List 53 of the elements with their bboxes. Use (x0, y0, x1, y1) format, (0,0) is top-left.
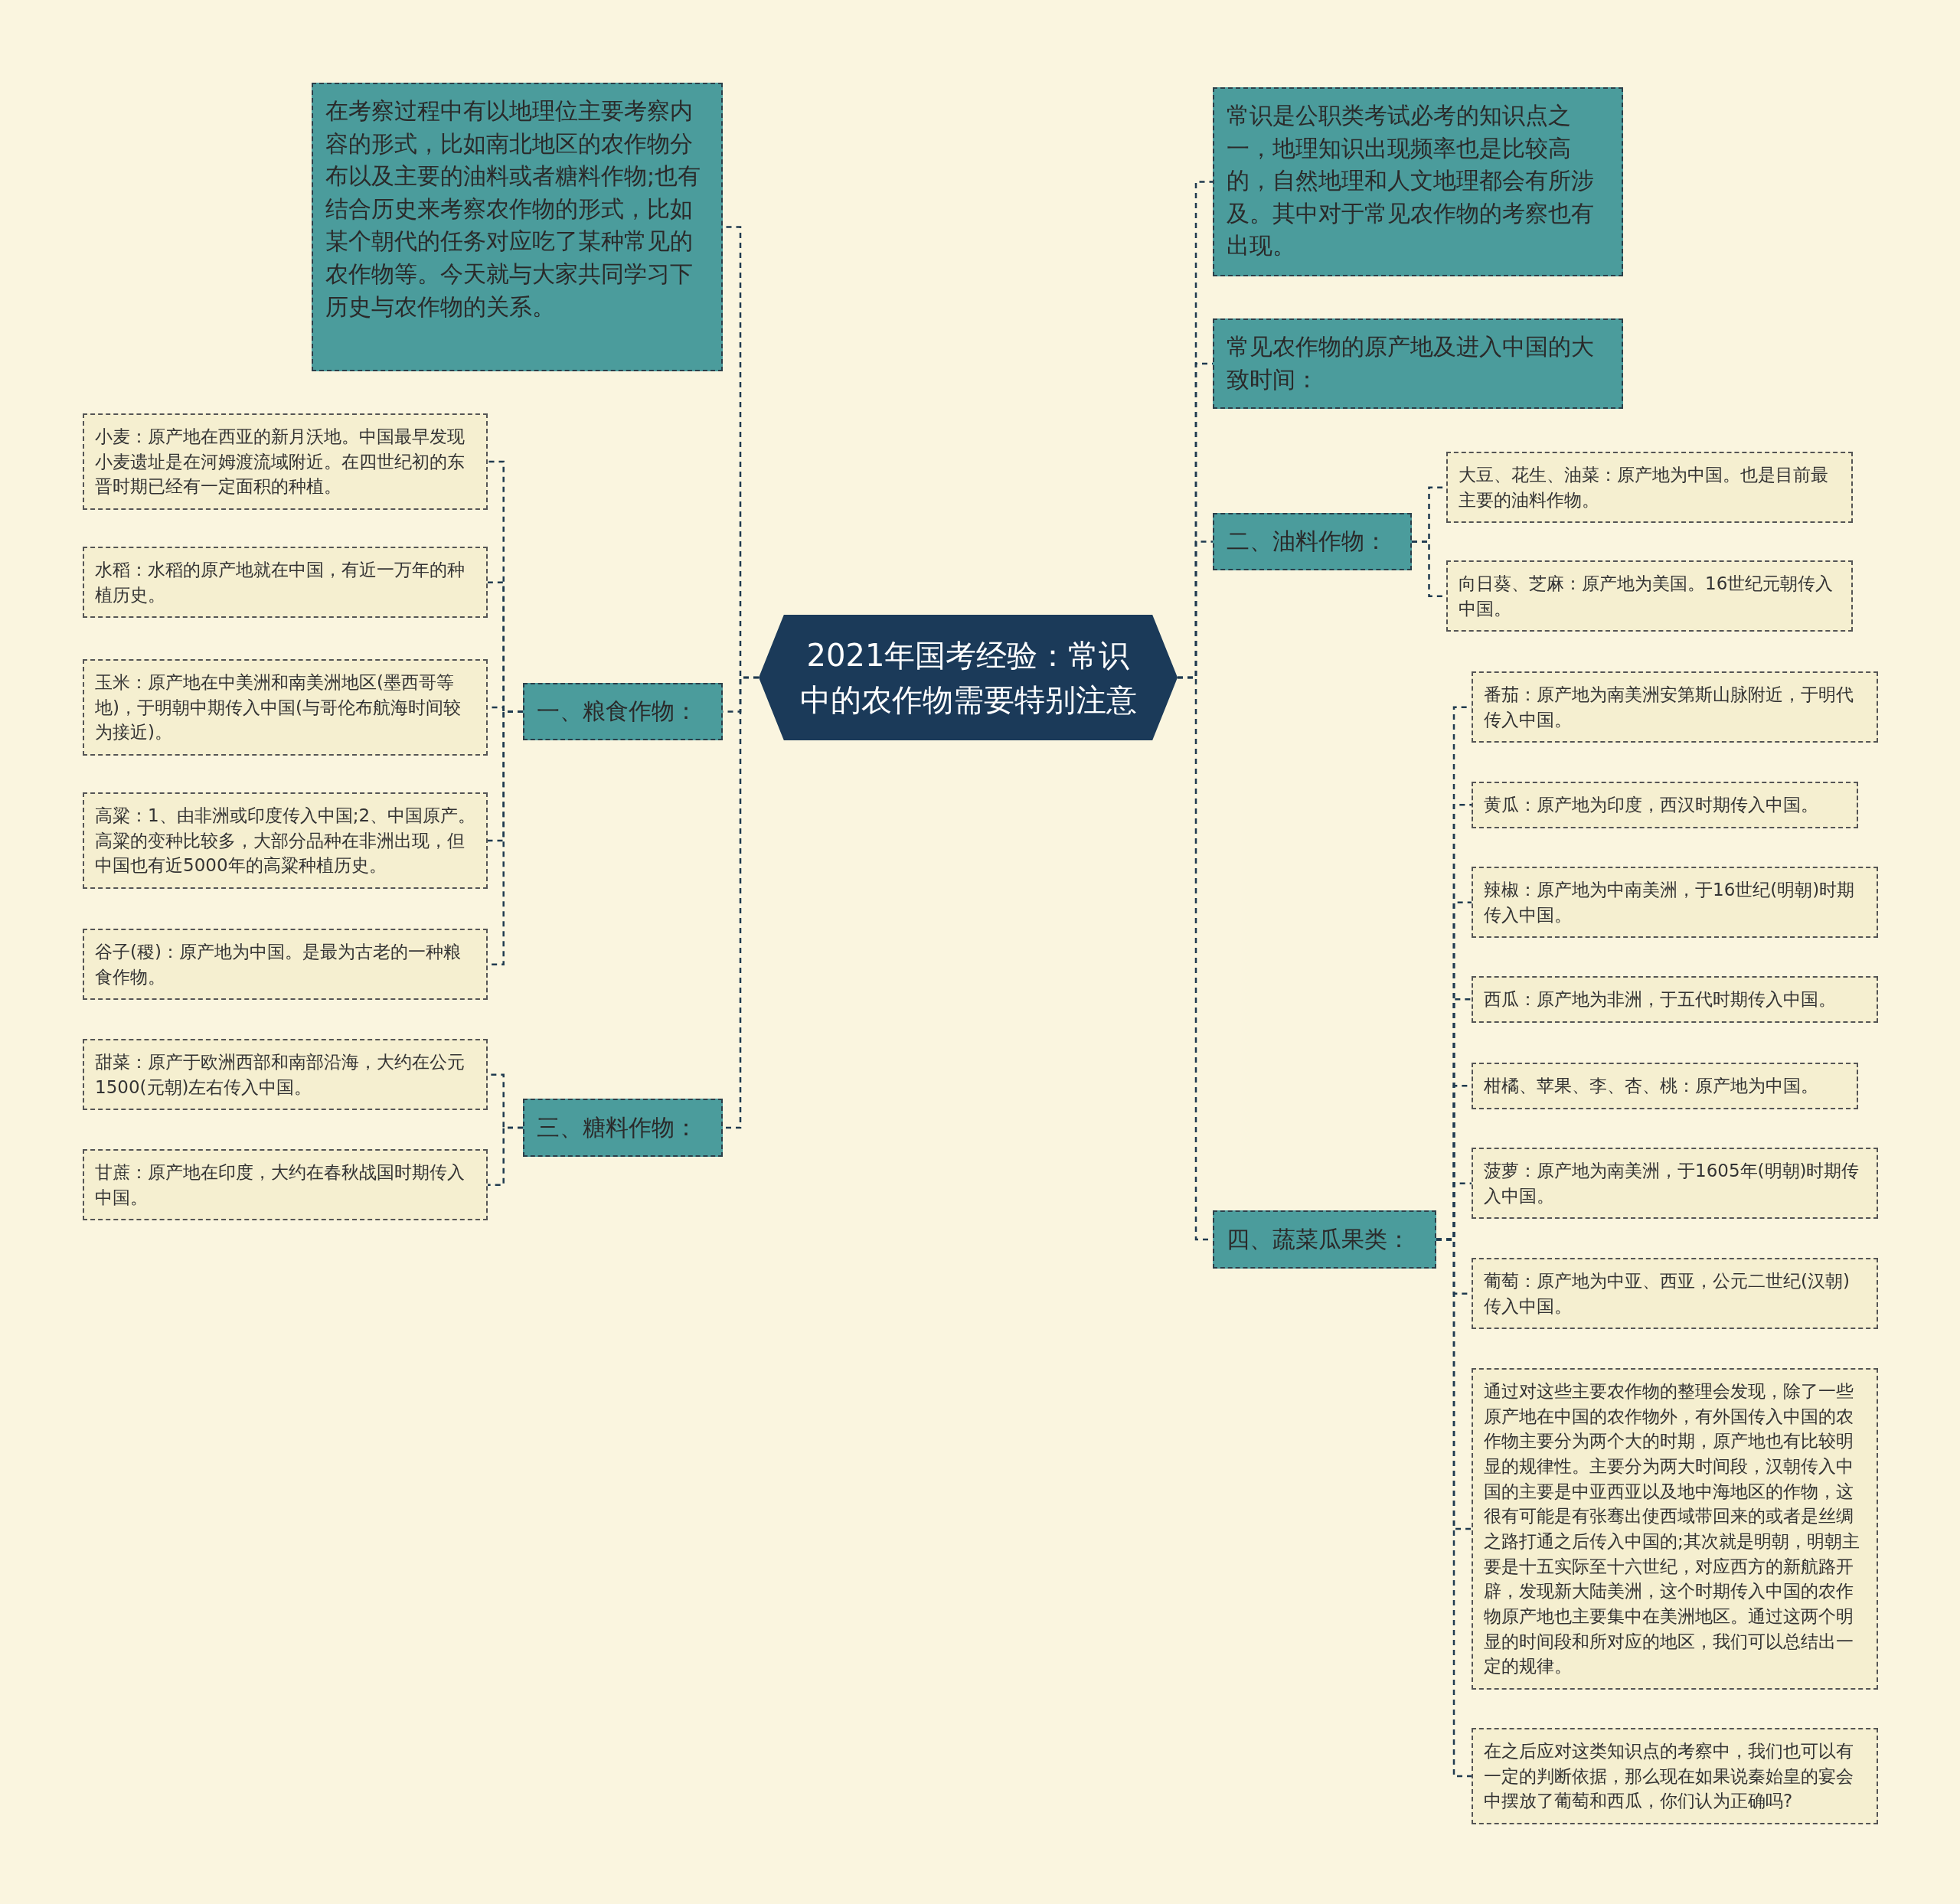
category-label: 二、油料作物： (1227, 527, 1387, 557)
category-box (1213, 1210, 1436, 1269)
note-text: 甘蔗：原产地在印度，大约在春秋战国时期传入中国。 (95, 1161, 466, 1209)
note-text: 通过对这些主要农作物的整理会发现，除了一些原产地在中国的农作物外，有外国传入中国的农作物主要分为两个大的时期，原产地也有比较明显的规律性。主要分为两大时间段，汉朝传入中国的主要是中亚西亚以及地中海地区的作物，这很有可能是有张骞出使西域带回来的或者是丝绸之路打通之后传入中国的;其次就是明朝，明朝主要是十五实际至十六世纪，对应西方的新航路开辟，发现新大陆美洲，这个时期传入中国的农作物原产地也主要集中在美洲地区。通过这两个明显的时间段和所对应的地区，我们可以总结出一定的规律。 (1484, 1380, 1860, 1678)
central-topic-hexagon (759, 615, 1178, 740)
note-box (83, 1039, 488, 1111)
note-text: 谷子(稷)：原产地为中国。是最为古老的一种粮食作物。 (95, 941, 462, 988)
note-text: 水稻：水稻的原产地就在中国，有近一万年的种植历史。 (95, 559, 466, 606)
note-text: 甜菜：原产于欧洲西部和南部沿海，大约在公元1500(元朝)左右传入中国。 (95, 1051, 466, 1099)
connector-line (488, 1126, 523, 1186)
note-text: 大豆、花生、油菜：原产地为中国。也是目前最主要的油料作物。 (1459, 464, 1829, 511)
central-topic-text: 2021年国考经验：常识中的农作物需要特别注意 (799, 637, 1138, 719)
note-text: 菠萝：原产地为南美洲，于1605年(明朝)时期传入中国。 (1484, 1160, 1860, 1207)
note-box (1472, 867, 1878, 939)
topic-text: 常识是公职类考试必考的知识点之一，地理知识出现频率也是比较高的，自然地理和人文地理都会有所涉及。其中对于常见农作物的考察也有出现。 (1227, 101, 1595, 261)
topic-text: 在考察过程中有以地理位主要考察内容的形式，比如南北地区的农作物分布以及主要的油料或者糖料作物;也有结合历史来考察农作物的形式，比如某个朝代的任务对应吃了某种常见的农作物等。今天就与大家共同学习下历史与农作物的关系。 (325, 96, 702, 322)
topic-box (312, 83, 723, 371)
note-text: 玉米：原产地在中美洲和南美洲地区(墨西哥等地)，于明朝中期传入中国(与哥伦布航海时间较为接近)。 (95, 671, 462, 744)
note-box (1472, 976, 1878, 1023)
note-box (1472, 1258, 1878, 1330)
note-box (1472, 1063, 1858, 1109)
category-box (1213, 513, 1412, 570)
note-box (1472, 1148, 1878, 1220)
note-text: 向日葵、芝麻：原产地为美国。16世纪元朝传入中国。 (1459, 573, 1834, 620)
note-box (1472, 1728, 1878, 1824)
topic-box (1213, 318, 1623, 409)
connector-line (1436, 1238, 1472, 1778)
note-box (1472, 671, 1878, 743)
note-box (83, 792, 488, 889)
category-box (523, 683, 723, 740)
note-text: 番茄：原产地为南美洲安第斯山脉附近，于明代传入中国。 (1484, 684, 1854, 731)
topic-box (1213, 87, 1623, 276)
note-text: 小麦：原产地在西亚的新月沃地。中国最早发现小麦遗址是在河姆渡流域附近。在四世纪初的东晋时期已经有一定面积的种植。 (95, 426, 466, 498)
note-box (83, 929, 488, 1001)
note-text: 在之后应对这类知识点的考察中，我们也可以有一定的判断依据，那么现在如果说秦始皇的宴会中摆放了葡萄和西瓜，你们认为正确吗? (1484, 1740, 1854, 1813)
note-box (83, 659, 488, 756)
note-text: 西瓜：原产地为非洲，于五代时期传入中国。 (1484, 988, 1837, 1011)
note-box (1472, 782, 1858, 828)
note-box (83, 1149, 488, 1221)
category-label: 一、粮食作物： (537, 697, 697, 727)
category-box (523, 1099, 723, 1157)
note-text: 黄瓜：原产地为印度，西汉时期传入中国。 (1484, 794, 1819, 816)
note-text: 高粱：1、由非洲或印度传入中国;2、中国原产。高粱的变种比较多，大部分品种在非洲出现，但中国也有近5000年的高粱种植历史。 (95, 805, 475, 877)
category-label: 三、糖料作物： (537, 1112, 697, 1142)
note-text: 柑橘、苹果、李、杏、桃：原产地为中国。 (1484, 1075, 1819, 1097)
category-label: 四、蔬菜瓜果类： (1227, 1224, 1410, 1254)
note-box (83, 413, 488, 510)
topic-text: 常见农作物的原产地及进入中国的大致时间： (1227, 332, 1595, 394)
note-text: 辣椒：原产地为中南美洲，于16世纪(明朝)时期传入中国。 (1484, 879, 1856, 926)
note-box (1446, 452, 1853, 524)
note-text: 葡萄：原产地为中亚、西亚，公元二世纪(汉朝)传入中国。 (1484, 1270, 1851, 1318)
note-box (1446, 560, 1853, 632)
note-box (83, 547, 488, 619)
